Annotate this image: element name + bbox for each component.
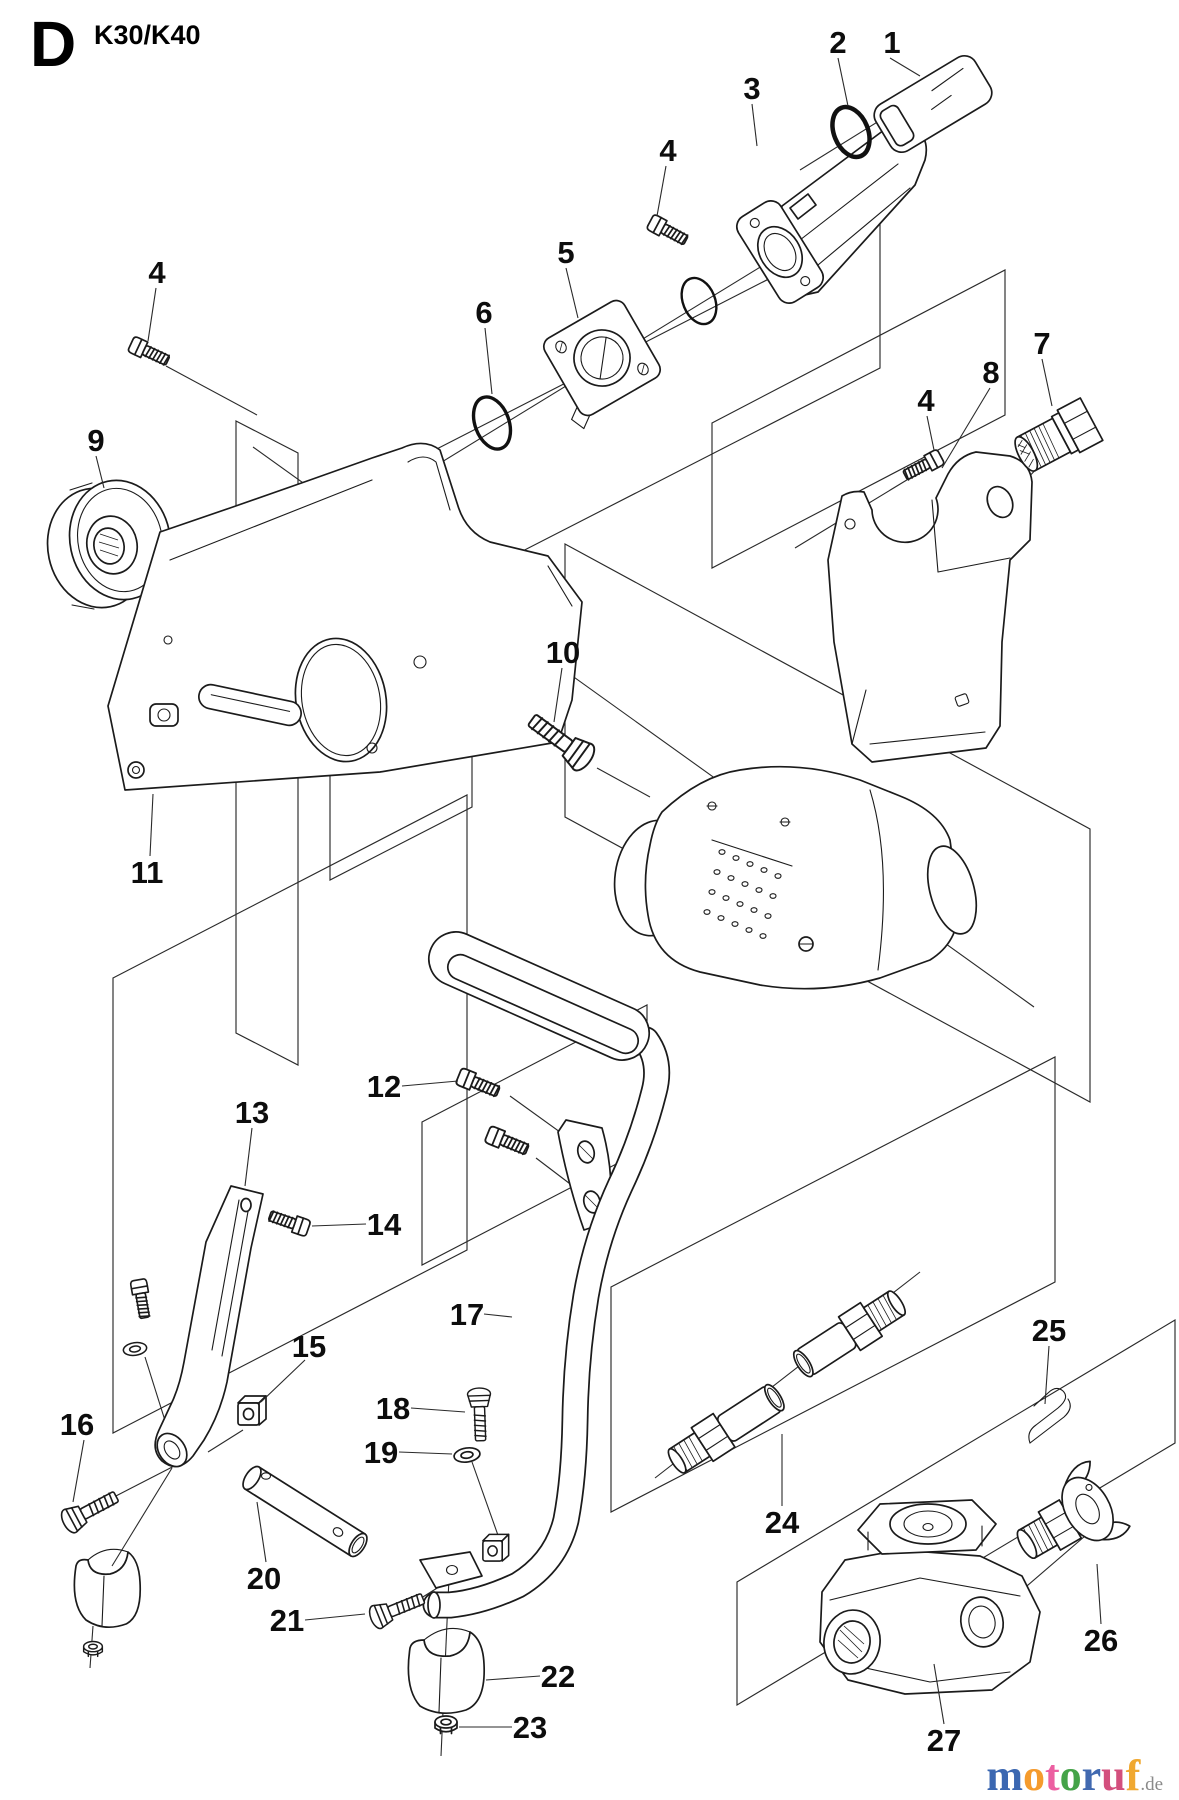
logo-letter: o xyxy=(1059,1751,1082,1800)
part-5-flange xyxy=(542,299,662,430)
screw-4-topleft xyxy=(126,335,173,370)
logo-suffix: .de xyxy=(1140,1774,1163,1795)
muffler-perforations xyxy=(703,849,782,939)
callout-5: 5 xyxy=(557,235,574,270)
part-23-nut xyxy=(434,1715,458,1735)
leader-lines xyxy=(72,57,1102,1728)
part-19-washer xyxy=(452,1445,482,1465)
arm-mount-screw xyxy=(129,1277,154,1320)
parts xyxy=(46,54,1131,1735)
screw-4-upper xyxy=(645,213,691,249)
part-27-valve xyxy=(819,1499,1041,1695)
callout-9: 9 xyxy=(87,423,104,458)
callout-3: 3 xyxy=(743,71,760,106)
logo-letter: t xyxy=(1044,1751,1060,1800)
callout-2: 2 xyxy=(829,25,846,60)
section-letter: D xyxy=(30,8,77,80)
callout-21: 21 xyxy=(270,1603,304,1638)
callout-10: 10 xyxy=(546,635,580,670)
part-14-bolt xyxy=(266,1206,312,1238)
callout-8: 8 xyxy=(982,355,999,390)
part-9-washer xyxy=(46,479,172,610)
part-22-rubber-foot xyxy=(407,1627,486,1715)
callout-18: 18 xyxy=(376,1391,410,1426)
callout-19: 19 xyxy=(364,1435,398,1470)
part-8-bracket xyxy=(827,451,1033,763)
part-24-connector-a xyxy=(667,1383,785,1474)
logo-letter: f xyxy=(1125,1751,1141,1800)
part-7-threaded-plug xyxy=(1014,397,1104,472)
part-16-bolt xyxy=(57,1484,123,1537)
callout-16: 16 xyxy=(60,1407,94,1442)
callout-23: 23 xyxy=(513,1710,547,1745)
part-6-oring xyxy=(471,395,513,451)
callout-27: 27 xyxy=(927,1723,961,1758)
part-12-screw-a xyxy=(454,1066,503,1101)
logo-letter: o xyxy=(1022,1751,1045,1800)
model-title: K30/K40 xyxy=(94,20,201,50)
callout-25: 25 xyxy=(1032,1313,1066,1348)
callout-4-upper: 4 xyxy=(659,133,677,168)
logo-letter: r xyxy=(1081,1751,1102,1800)
logo-letter: u xyxy=(1101,1751,1126,1800)
part-21-bolt xyxy=(365,1586,429,1632)
rubber-cap xyxy=(73,1548,142,1629)
part-11-housing-plate xyxy=(107,442,583,791)
callout-26: 26 xyxy=(1084,1623,1118,1658)
callout-22: 22 xyxy=(541,1659,575,1694)
callout-13: 13 xyxy=(235,1095,269,1130)
callout-20: 20 xyxy=(247,1561,281,1596)
part-12-screw-b xyxy=(483,1124,532,1159)
part-17-handle-bracket xyxy=(557,1119,612,1231)
arm-mount-washer xyxy=(121,1340,149,1358)
part-15-square-nut xyxy=(237,1395,267,1426)
part-2-oring xyxy=(830,104,872,160)
callout-1: 1 xyxy=(883,25,900,60)
part-26-claw-coupling xyxy=(1016,1460,1131,1560)
callout-11: 11 xyxy=(131,855,164,890)
motoruf-logo[interactable]: motoruf.de xyxy=(986,1754,1163,1798)
part-25-clip xyxy=(1028,1387,1071,1444)
callout-7: 7 xyxy=(1033,326,1050,361)
part-3-exhaust-stub xyxy=(735,122,928,304)
callout-15: 15 xyxy=(292,1329,326,1364)
callout-labels: 1 2 3 4 4 4 5 6 7 8 9 10 11 12 13 14 15 … xyxy=(60,25,1118,1758)
part-24-connector-b xyxy=(792,1290,907,1378)
cap-nut xyxy=(82,1640,104,1658)
callout-12: 12 xyxy=(367,1069,401,1104)
logo-letter: m xyxy=(986,1751,1023,1800)
callout-17: 17 xyxy=(450,1297,484,1332)
callout-14: 14 xyxy=(367,1207,402,1242)
part-20-pin xyxy=(242,1465,368,1558)
part-18-screw xyxy=(466,1386,493,1442)
callout-24: 24 xyxy=(765,1505,800,1540)
part-17-handle-foot xyxy=(419,1551,483,1589)
part-13-arm xyxy=(154,1185,264,1468)
handle-square-nut xyxy=(482,1533,510,1562)
muffler-body xyxy=(613,765,978,990)
callout-4-topleft: 4 xyxy=(148,255,166,290)
oring-mid xyxy=(680,276,718,326)
part-17-handle-tube xyxy=(422,931,671,1619)
part-1-cap xyxy=(873,54,993,154)
callout-4-right: 4 xyxy=(917,383,935,418)
callout-6: 6 xyxy=(475,295,492,330)
